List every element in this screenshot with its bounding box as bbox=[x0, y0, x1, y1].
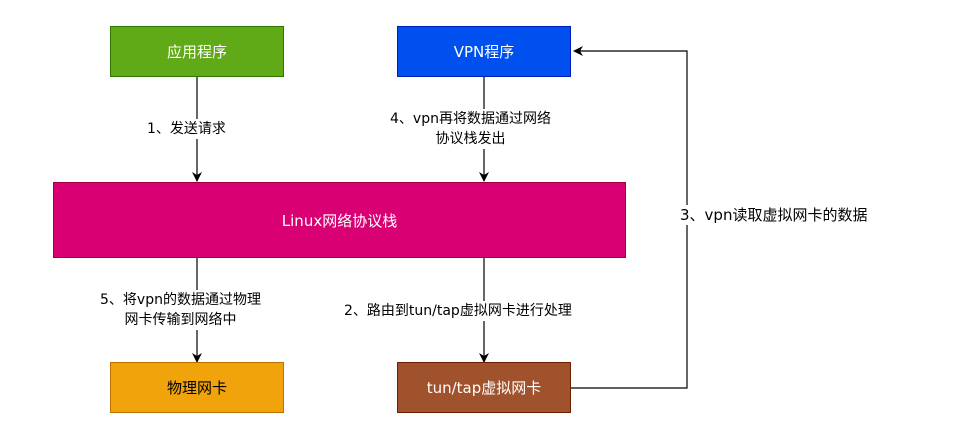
edge-label-step5-line2: 网卡传输到网络中 bbox=[124, 312, 237, 328]
edge-label-step4: 4、vpn再将数据通过网络 协议栈发出 bbox=[390, 109, 551, 149]
edge-label-step5-line1: 5、将vpn的数据通过物理 bbox=[100, 292, 261, 308]
node-app: 应用程序 bbox=[110, 26, 284, 77]
edge-label-step2: 2、路由到tun/tap虚拟网卡进行处理 bbox=[344, 301, 572, 321]
node-vpn-label: VPN程序 bbox=[453, 43, 515, 61]
edge-label-step3: 3、vpn读取虚拟网卡的数据 bbox=[680, 205, 868, 225]
node-vpn: VPN程序 bbox=[397, 26, 571, 77]
node-stack-label: Linux网络协议栈 bbox=[281, 211, 398, 230]
node-stack: Linux网络协议栈 bbox=[53, 182, 626, 258]
node-nic: 物理网卡 bbox=[110, 362, 284, 413]
node-tun-label: tun/tap虚拟网卡 bbox=[426, 379, 542, 397]
edge-label-step4-line2: 协议栈发出 bbox=[435, 131, 506, 147]
node-nic-label: 物理网卡 bbox=[166, 379, 227, 397]
node-app-label: 应用程序 bbox=[166, 43, 227, 61]
edge-label-step1: 1、发送请求 bbox=[147, 119, 226, 139]
edge-label-step4-line1: 4、vpn再将数据通过网络 bbox=[390, 111, 551, 127]
node-tun: tun/tap虚拟网卡 bbox=[397, 362, 571, 413]
edge-label-step5: 5、将vpn的数据通过物理 网卡传输到网络中 bbox=[100, 290, 261, 330]
